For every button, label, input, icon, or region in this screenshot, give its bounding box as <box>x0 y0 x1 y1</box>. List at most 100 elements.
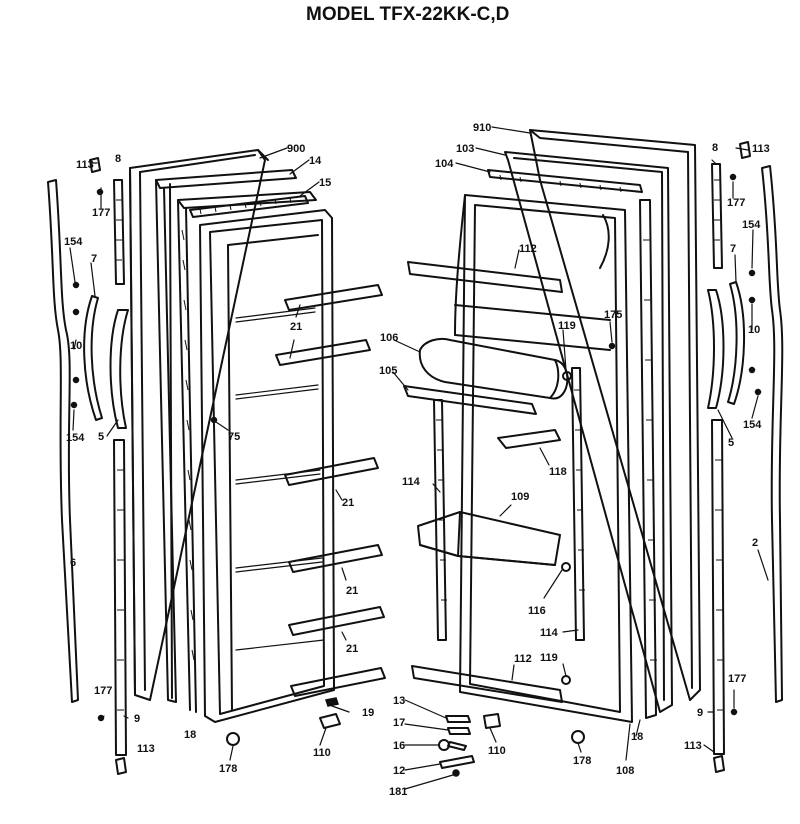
callout-175: 175 <box>604 309 622 321</box>
callout-14: 14 <box>309 155 322 167</box>
right-bushing-178 <box>571 730 585 744</box>
right-shelf-112-top <box>407 261 563 293</box>
left-door-retainer-strip <box>189 195 309 218</box>
left-top-cap-113 <box>89 157 101 173</box>
callout-21-c: 21 <box>346 585 358 597</box>
right-top-cap-113 <box>739 141 751 159</box>
right-bottom-hinge-strip <box>711 419 725 755</box>
callout-10-left: 10 <box>70 340 82 352</box>
right-hinge-small-parts <box>438 715 475 777</box>
left-door-assembly <box>47 149 386 775</box>
right-clip-116 <box>561 562 571 572</box>
left-door-liner-frame <box>177 191 317 713</box>
callout-154-top-right: 154 <box>742 219 761 231</box>
right-door-inner-liner <box>454 194 633 723</box>
callout-116: 116 <box>528 605 546 617</box>
right-bin-109 <box>417 511 561 566</box>
callout-177-bottom-left: 177 <box>94 685 112 697</box>
right-bracket-118 <box>497 429 561 449</box>
left-door-shelves <box>275 284 386 697</box>
callout-10-right: 10 <box>748 324 760 336</box>
left-bottom-hinge-strip <box>113 439 127 756</box>
callout-106: 106 <box>380 332 398 344</box>
callout-177-top-left: 177 <box>92 207 110 219</box>
left-bushing-178 <box>226 732 240 746</box>
callout-108: 108 <box>616 765 634 777</box>
right-door-side-strip <box>639 199 657 719</box>
right-bottom-cap-113 <box>713 755 725 773</box>
callout-154-bottom-left: 154 <box>66 432 85 444</box>
callout-5-left: 5 <box>98 431 104 443</box>
callout-113-bottom-left: 113 <box>137 743 155 755</box>
callout-154-top-left: 154 <box>64 236 83 248</box>
right-door-retainer <box>487 169 643 193</box>
right-shelf-112-bottom <box>411 665 563 703</box>
left-small-screws <box>70 188 218 722</box>
right-door-assembly <box>403 129 784 777</box>
callout-154-bottom-right: 154 <box>743 419 762 431</box>
right-top-hinge-strip <box>711 163 723 269</box>
callout-7-left: 7 <box>91 253 97 265</box>
callout-177-top-right: 177 <box>727 197 745 209</box>
right-door-outer-panel <box>529 129 701 701</box>
callout-9-right: 9 <box>697 707 703 719</box>
callout-12: 12 <box>393 765 405 777</box>
callout-8-top-left: 8 <box>115 153 121 165</box>
right-handle-trim-7 <box>727 281 745 405</box>
right-clip-119-top <box>562 371 572 381</box>
right-door-gasket <box>504 151 673 713</box>
callout-9-left: 9 <box>134 713 140 725</box>
callout-8-top-right: 8 <box>712 142 718 154</box>
right-clip-119-bottom <box>561 675 571 685</box>
callout-6: 6 <box>70 557 76 569</box>
callout-900: 900 <box>287 143 305 155</box>
right-can-holder-106 <box>418 337 569 400</box>
callout-21-b: 21 <box>342 497 354 509</box>
callout-119-top: 119 <box>558 320 576 332</box>
left-handle-5 <box>109 309 129 429</box>
right-small-screws <box>729 173 762 716</box>
left-door-gasket <box>155 169 297 703</box>
callout-177-bottom-right: 177 <box>728 673 746 685</box>
diagram-title: MODEL TFX-22KK-C,D <box>306 4 509 25</box>
callout-110-right: 110 <box>488 745 506 757</box>
right-rails-114 <box>433 367 585 641</box>
callout-7-right: 7 <box>730 243 736 255</box>
callout-21-d: 21 <box>346 643 358 655</box>
callout-119-bottom: 119 <box>540 652 558 664</box>
callout-109: 109 <box>511 491 529 503</box>
callout-17: 17 <box>393 717 405 729</box>
callout-16: 16 <box>393 740 405 752</box>
callout-13: 13 <box>393 695 405 707</box>
left-hinge-parts <box>319 697 341 729</box>
callout-19: 19 <box>362 707 374 719</box>
callout-15: 15 <box>319 177 331 189</box>
left-door-outer-panel <box>129 149 269 701</box>
callout-112-top: 112 <box>519 243 537 255</box>
callout-113-bottom-right: 113 <box>684 740 702 752</box>
left-bottom-cap-113 <box>115 757 127 775</box>
callout-103: 103 <box>456 143 474 155</box>
callout-181: 181 <box>389 786 407 798</box>
callout-21-a: 21 <box>290 321 302 333</box>
callout-75: 75 <box>228 431 240 443</box>
callout-178-right: 178 <box>573 755 591 767</box>
callout-104: 104 <box>435 158 454 170</box>
callout-114-left: 114 <box>402 476 421 488</box>
leader-lines <box>69 126 769 790</box>
callout-118: 118 <box>549 466 567 478</box>
left-long-trim-6 <box>47 179 79 703</box>
left-door-inner-liner <box>199 209 335 723</box>
right-handle-5 <box>707 289 725 409</box>
callout-114-right: 114 <box>540 627 559 639</box>
right-long-trim-2 <box>761 165 784 703</box>
callout-18-right: 18 <box>631 731 643 743</box>
callout-178-left: 178 <box>219 763 237 775</box>
callout-labels: 900 14 15 113 8 177 154 7 10 154 5 6 21 … <box>64 122 770 798</box>
callout-112-bottom: 112 <box>514 653 532 665</box>
callout-105: 105 <box>379 365 397 377</box>
left-handle-trim-7 <box>83 295 103 421</box>
right-screw-175 <box>608 342 616 350</box>
callout-2: 2 <box>752 537 758 549</box>
callout-113-top-left: 113 <box>76 159 94 171</box>
